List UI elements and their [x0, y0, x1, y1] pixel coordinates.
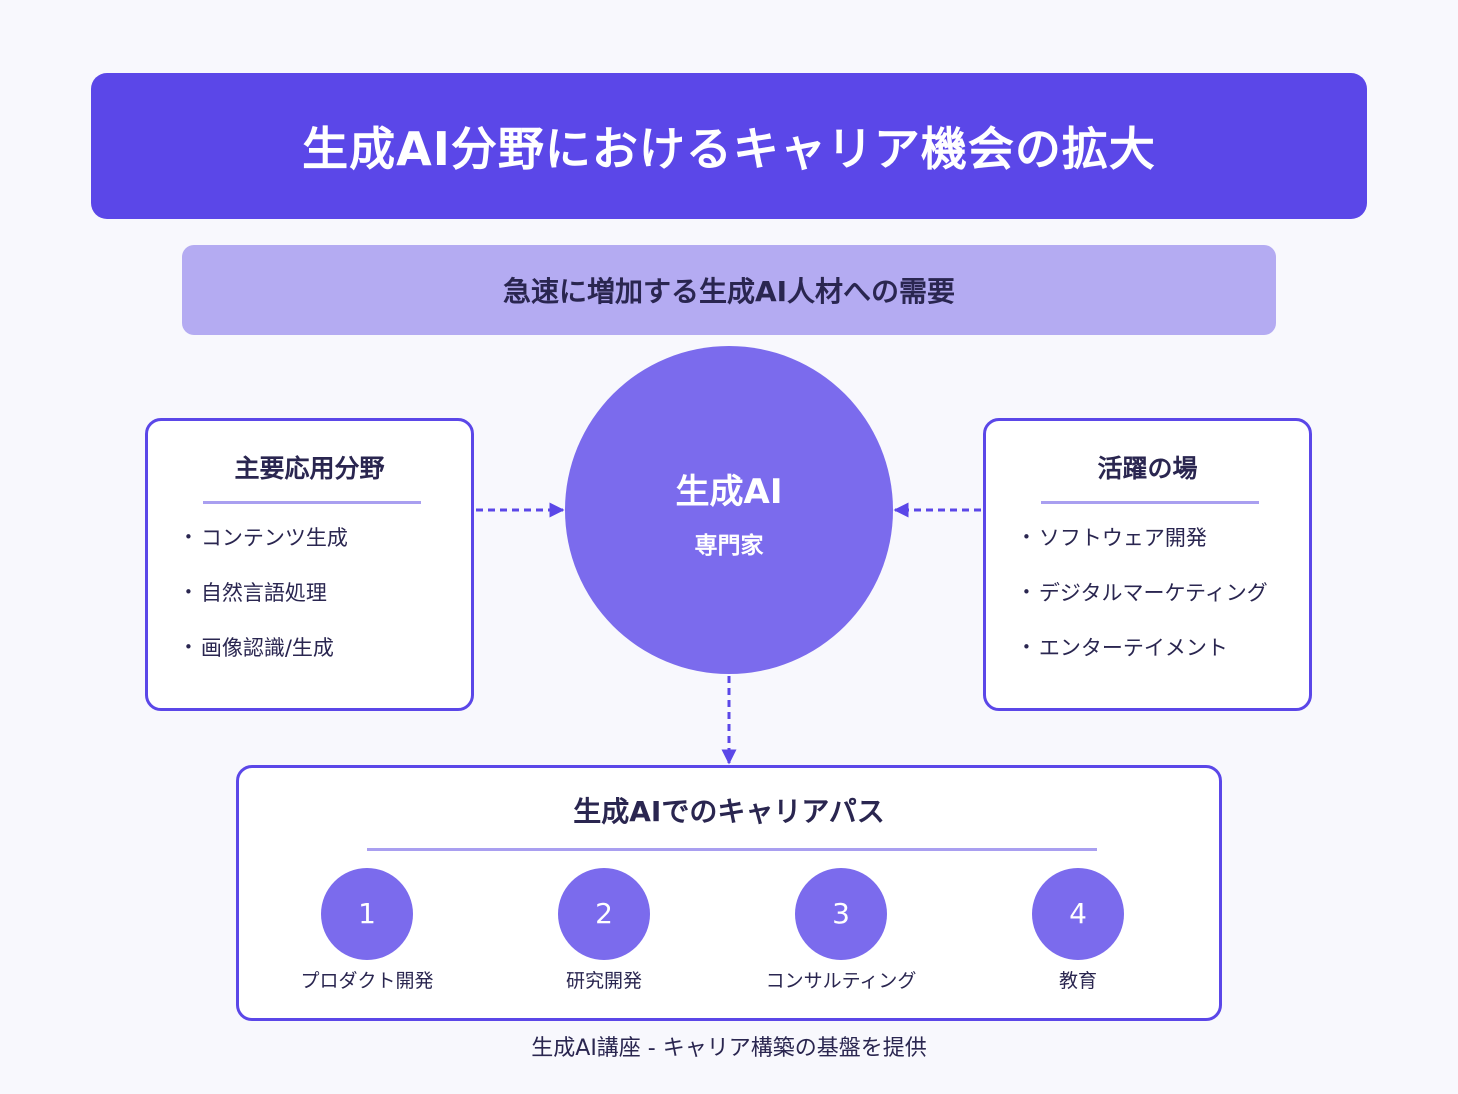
career-step: 1 プロダクト開発: [277, 868, 457, 993]
career-step: 3 コンサルティング: [751, 868, 931, 993]
list-item: デジタルマーケティング: [1022, 578, 1268, 633]
page-subtitle: 急速に増加する生成AI人材への需要: [502, 275, 956, 308]
step-label: 教育: [1058, 970, 1097, 992]
applications-list: コンテンツ生成 自然言語処理 画像認識/生成: [184, 523, 348, 688]
title-banner: 生成AI分野におけるキャリア機会の拡大: [91, 73, 1367, 219]
step-number-badge: 4: [1032, 868, 1124, 960]
step-number-badge: 3: [795, 868, 887, 960]
step-number-badge: 2: [558, 868, 650, 960]
list-item: コンテンツ生成: [184, 523, 348, 578]
career-divider: [367, 848, 1097, 851]
list-item: 自然言語処理: [184, 578, 348, 633]
center-node-title: 生成AI: [675, 472, 783, 512]
step-label: コンサルティング: [765, 970, 917, 992]
page-title: 生成AI分野におけるキャリア機会の拡大: [302, 122, 1156, 176]
center-node: 生成AI 専門家: [565, 346, 893, 674]
step-label: プロダクト開発: [300, 970, 434, 992]
subtitle-banner: 急速に増加する生成AI人材への需要: [182, 245, 1276, 335]
footer-caption: 生成AI講座 - キャリア構築の基盤を提供: [531, 1036, 927, 1061]
applications-divider: [203, 501, 421, 504]
list-item: 画像認識/生成: [184, 633, 348, 688]
list-item: ソフトウェア開発: [1022, 523, 1268, 578]
career-step: 4 教育: [988, 868, 1168, 993]
career-step: 2 研究開発: [514, 868, 694, 993]
applications-heading: 主要応用分野: [234, 454, 385, 483]
career-heading: 生成AIでのキャリアパス: [573, 795, 885, 828]
workplaces-divider: [1041, 501, 1259, 504]
list-item: エンターテイメント: [1022, 633, 1268, 688]
workplaces-list: ソフトウェア開発 デジタルマーケティング エンターテイメント: [1022, 523, 1268, 688]
career-path-box: 生成AIでのキャリアパス 1 プロダクト開発 2 研究開発 3 コンサルティング…: [236, 765, 1222, 1021]
workplaces-box: 活躍の場 ソフトウェア開発 デジタルマーケティング エンターテイメント: [983, 418, 1312, 711]
step-number-badge: 1: [321, 868, 413, 960]
workplaces-heading: 活躍の場: [1097, 454, 1198, 483]
center-node-subtitle: 専門家: [694, 533, 764, 559]
step-label: 研究開発: [565, 970, 642, 992]
applications-box: 主要応用分野 コンテンツ生成 自然言語処理 画像認識/生成: [145, 418, 474, 711]
